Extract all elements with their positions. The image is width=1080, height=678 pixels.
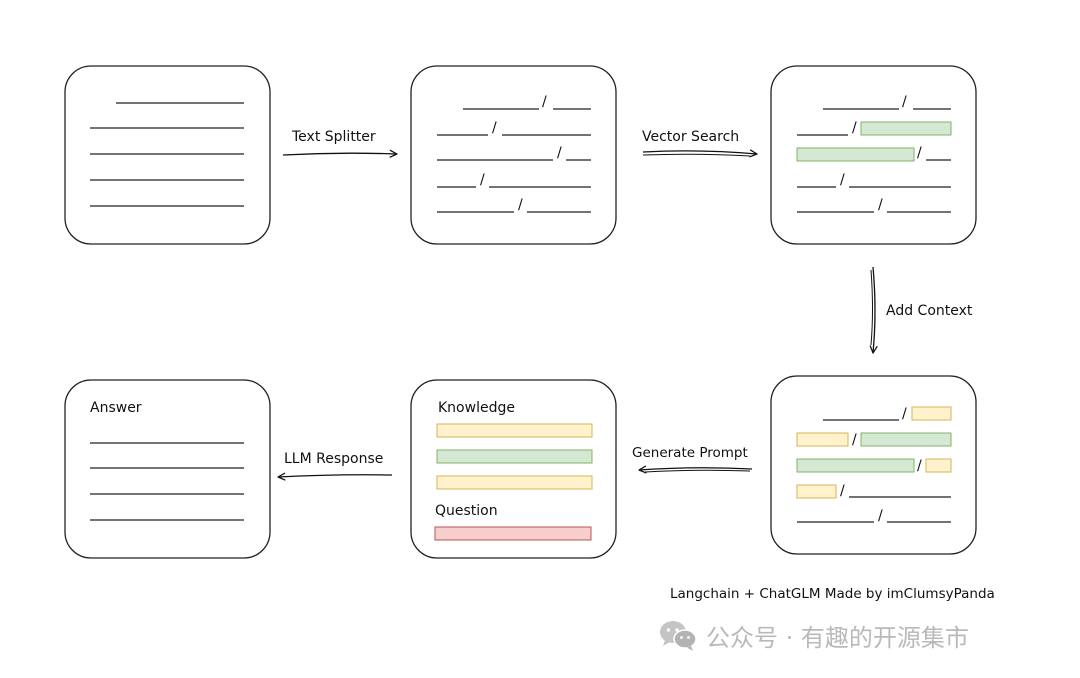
chunk-separator: / [518,197,523,213]
knowledge-title: Knowledge [438,400,515,416]
text-splitter-label: Text Splitter [291,129,376,145]
question-chunk [434,526,592,541]
answer-title: Answer [90,400,142,416]
context-chunk-highlight [796,484,837,499]
prompt-box: Knowledge Question [410,379,617,559]
knowledge-chunk [436,423,593,438]
vector-search-label: Vector Search [642,129,739,145]
chunk-separator: / [902,406,907,422]
document-box [64,65,271,245]
knowledge-chunk [436,475,593,490]
retrieved-chunk-highlight [796,458,915,473]
chunk-separator: / [902,94,907,110]
generate-prompt-label: Generate Prompt [632,445,748,461]
add-context-arrow: Add Context [869,266,973,354]
text-splitter-arrow: Text Splitter [282,129,398,158]
watermark-text: 公众号 · 有趣的开源集市 [706,623,969,652]
chunk-separator: / [878,197,883,213]
retrieved-chunk-highlight [796,147,915,162]
chunk-separator: / [542,94,547,110]
chunk-separator: / [480,172,485,188]
chunk-separator: / [492,120,497,136]
chunk-separator: / [557,145,562,161]
vector-search-arrow: Vector Search [642,129,758,158]
watermark: 公众号 · 有趣的开源集市 [658,616,969,654]
search-result-box: / / / / / [770,65,977,245]
chunk-separator: / [840,172,845,188]
chunk-separator: / [840,483,845,499]
context-chunk-highlight [911,406,952,421]
wechat-icon [660,621,697,651]
llm-response-arrow: LLM Response [277,451,393,481]
credit-caption: Langchain + ChatGLM Made by imClumsyPand… [670,586,995,602]
chunks-box: / / / / / [410,65,617,245]
chunk-separator: / [852,120,857,136]
answer-box: Answer [64,379,271,559]
context-chunk-highlight [796,432,849,447]
generate-prompt-arrow: Generate Prompt [632,445,753,474]
chunk-separator: / [917,458,922,474]
knowledge-chunk [436,449,593,464]
chunk-separator: / [852,432,857,448]
context-chunk-highlight [925,458,952,473]
retrieved-chunk-highlight [860,121,952,136]
chunk-separator: / [917,145,922,161]
retrieved-chunk-highlight [860,432,952,447]
llm-response-label: LLM Response [284,451,383,467]
context-box: / / / / / [770,375,977,555]
add-context-label: Add Context [886,303,973,319]
question-title: Question [435,503,498,519]
chunk-separator: / [878,508,883,524]
